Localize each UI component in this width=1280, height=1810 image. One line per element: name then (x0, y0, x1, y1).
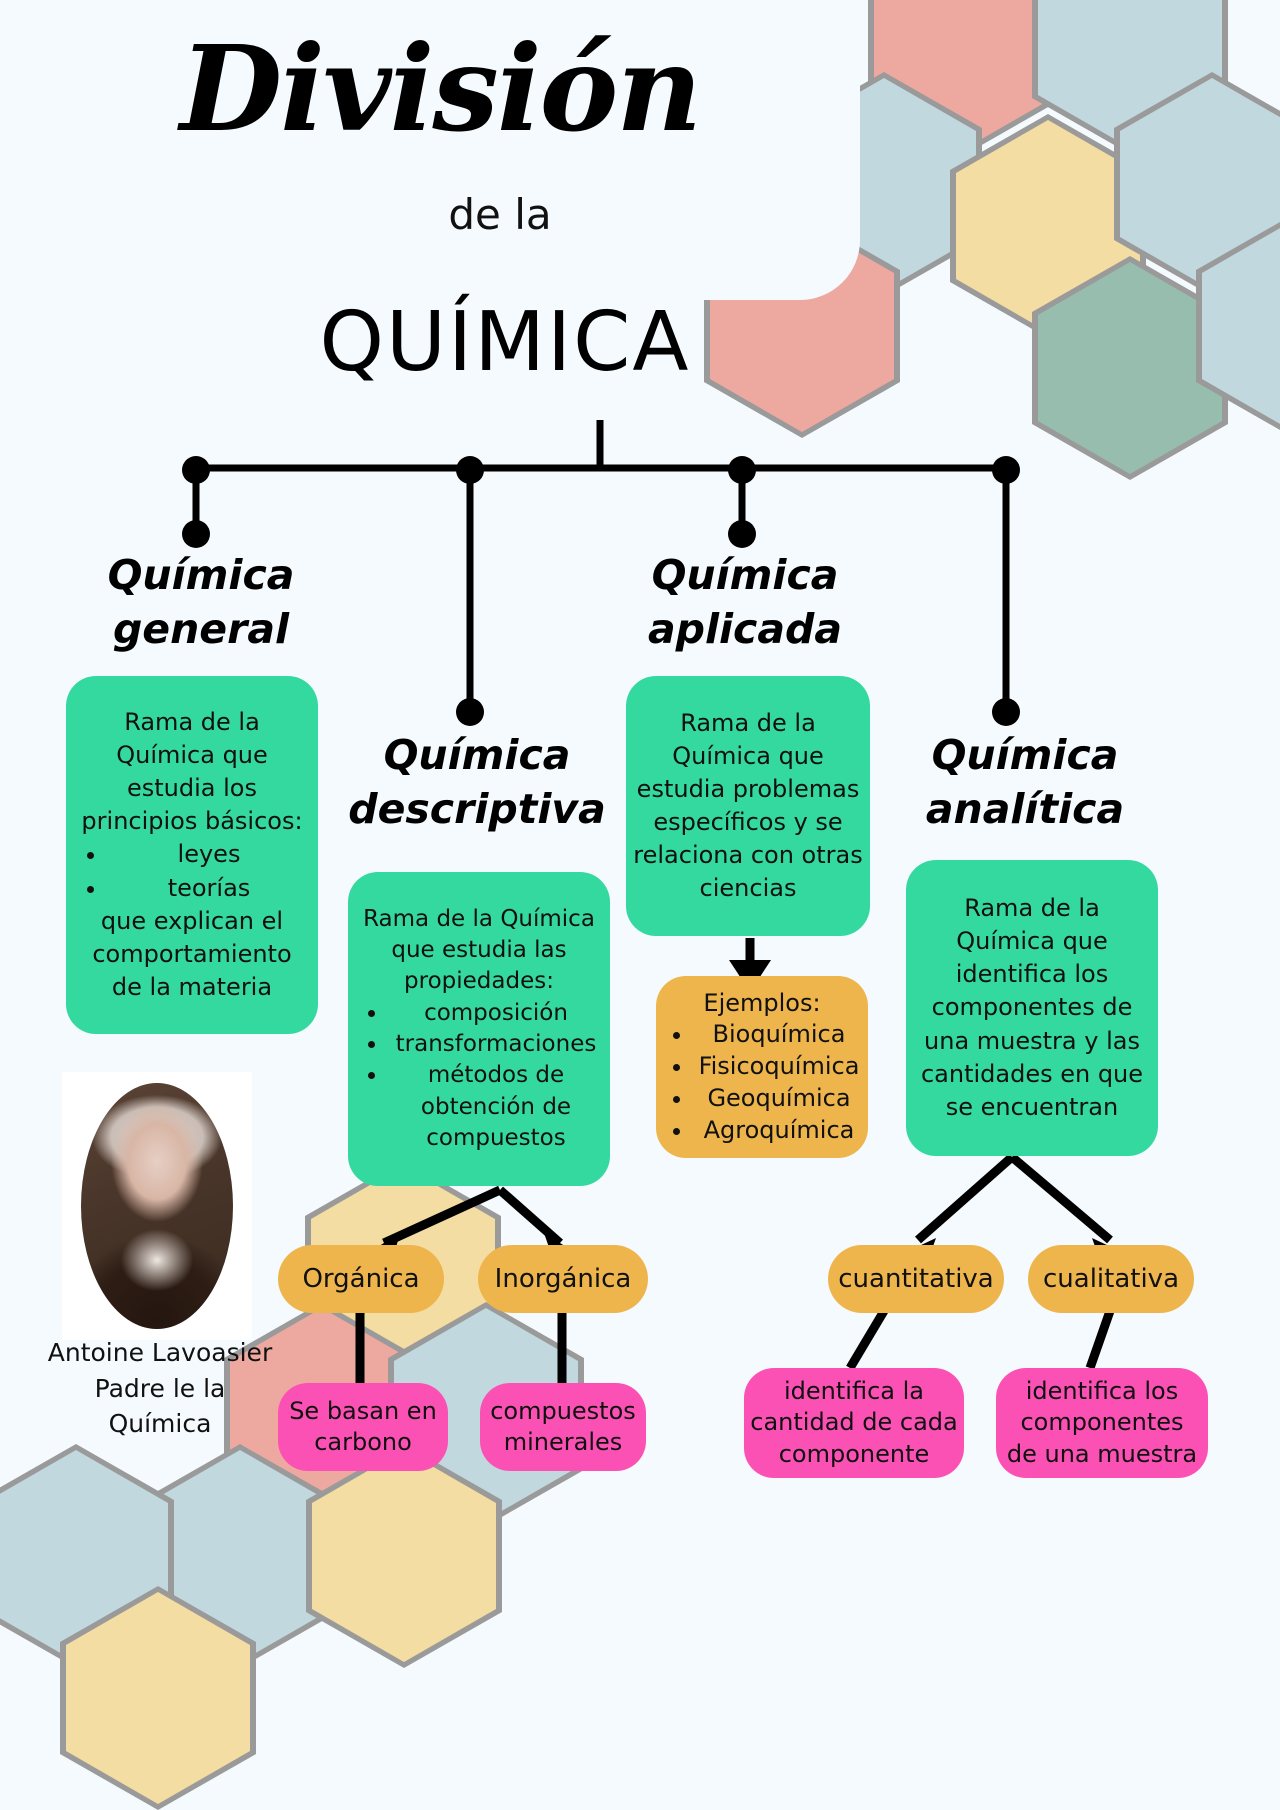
branch-heading-descriptiva-line1: Química (383, 731, 571, 779)
hexagon-yellow (306, 1444, 502, 1668)
portrait-caption: Antoine Lavoasier Padre le la Química (20, 1335, 300, 1442)
content-box-general: Rama de la Química que estudia los princ… (66, 676, 318, 1034)
branch-heading-descriptiva-line2: descriptiva (348, 785, 606, 834)
pill-cualitativa-label: cualitativa (1042, 1264, 1180, 1294)
portrait-role-line2: Química (108, 1409, 212, 1438)
list-item: métodos de obtención de compuestos (388, 1060, 604, 1154)
portrait-name: Antoine Lavoasier (47, 1338, 273, 1367)
analitica-intro: Rama de la Química que identifica los co… (920, 894, 1144, 1121)
list-item: Fisicoquímica (694, 1051, 864, 1083)
content-box-cualitativa-detail: identifica los componentes de una muestr… (996, 1368, 1208, 1478)
hexagon-teal (1032, 256, 1228, 480)
organica-detail: Se basan en carbono (289, 1396, 437, 1456)
hexagon-blue (142, 1444, 338, 1668)
content-box-descriptiva: Rama de la Química que estudia las propi… (348, 872, 610, 1186)
cualitativa-detail: identifica los componentes de una muestr… (1006, 1377, 1198, 1468)
content-box-aplicada: Rama de la Química que estudia problemas… (626, 676, 870, 936)
hexagon-blue (1032, 0, 1228, 154)
ejemplos-list: Bioquímica Fisicoquímica Geoquímica Agro… (660, 1019, 864, 1146)
portrait-antoine-lavoisier (62, 1072, 252, 1340)
branch-heading-general: Química general (56, 548, 346, 656)
title-subject: QUÍMICA (319, 295, 691, 390)
branch-heading-aplicada-line1: Química (651, 551, 839, 599)
pill-cuantitativa[interactable]: cuantitativa (828, 1245, 1004, 1313)
branch-heading-analitica: Química analítica (880, 728, 1170, 836)
descriptiva-bullets: composición transformaciones métodos de … (354, 998, 604, 1154)
portrait-oval (81, 1082, 233, 1330)
ejemplos-title: Ejemplos: (703, 988, 821, 1017)
general-bullets: leyes teorías (74, 838, 310, 904)
general-outro: que explican el comportamiento de la mat… (92, 906, 292, 1001)
branch-heading-general-line2: general (112, 605, 290, 654)
descriptiva-intro: Rama de la Química que estudia las propi… (363, 905, 595, 995)
hexagon-pink (868, 0, 1064, 154)
branch-heading-aplicada-line2: aplicada (647, 605, 843, 654)
hexagon-blue (0, 1444, 174, 1668)
portrait-role-line1: Padre le la (94, 1373, 226, 1403)
list-item: teorías (108, 872, 310, 905)
content-box-analitica: Rama de la Química que identifica los co… (906, 860, 1158, 1156)
pill-cualitativa[interactable]: cualitativa (1028, 1245, 1194, 1313)
general-intro: Rama de la Química que estudia los princ… (81, 708, 303, 836)
branch-heading-analitica-line1: Química (931, 731, 1119, 779)
infographic-canvas: División de la QUÍMICA (0, 0, 1280, 1656)
page-title: División (179, 19, 702, 158)
list-item: transformaciones (388, 1029, 604, 1060)
inorganica-detail: compuestos minerales (490, 1396, 636, 1456)
cuantitativa-detail: identifica la cantidad de cada component… (750, 1377, 958, 1468)
list-item: leyes (108, 838, 310, 871)
pill-inorganica-label: Inorgánica (494, 1264, 632, 1294)
list-item: Bioquímica (694, 1019, 864, 1051)
branch-heading-aplicada: Química aplicada (600, 548, 890, 656)
aplicada-intro: Rama de la Química que estudia problemas… (633, 708, 863, 903)
hexagon-yellow (60, 1586, 256, 1810)
branch-heading-descriptiva: Química descriptiva (332, 728, 622, 836)
content-box-inorganica-detail: compuestos minerales (480, 1383, 646, 1471)
pill-organica-label: Orgánica (302, 1264, 420, 1294)
content-box-ejemplos: Ejemplos: Bioquímica Fisicoquímica Geoqu… (656, 976, 868, 1158)
content-box-organica-detail: Se basan en carbono (278, 1383, 448, 1471)
hexagon-blue (1114, 72, 1280, 296)
pill-inorganica[interactable]: Inorgánica (478, 1245, 648, 1313)
hexagon-blue (1196, 214, 1280, 438)
pill-organica[interactable]: Orgánica (278, 1245, 444, 1313)
title-connector: de la (448, 190, 552, 239)
content-box-cuantitativa-detail: identifica la cantidad de cada component… (744, 1368, 964, 1478)
list-item: composición (388, 998, 604, 1029)
pill-cuantitativa-label: cuantitativa (838, 1264, 994, 1294)
list-item: Geoquímica (694, 1083, 864, 1115)
list-item: Agroquímica (694, 1115, 864, 1147)
branch-heading-general-line1: Química (107, 551, 295, 599)
branch-heading-analitica-line2: analítica (925, 785, 1125, 834)
